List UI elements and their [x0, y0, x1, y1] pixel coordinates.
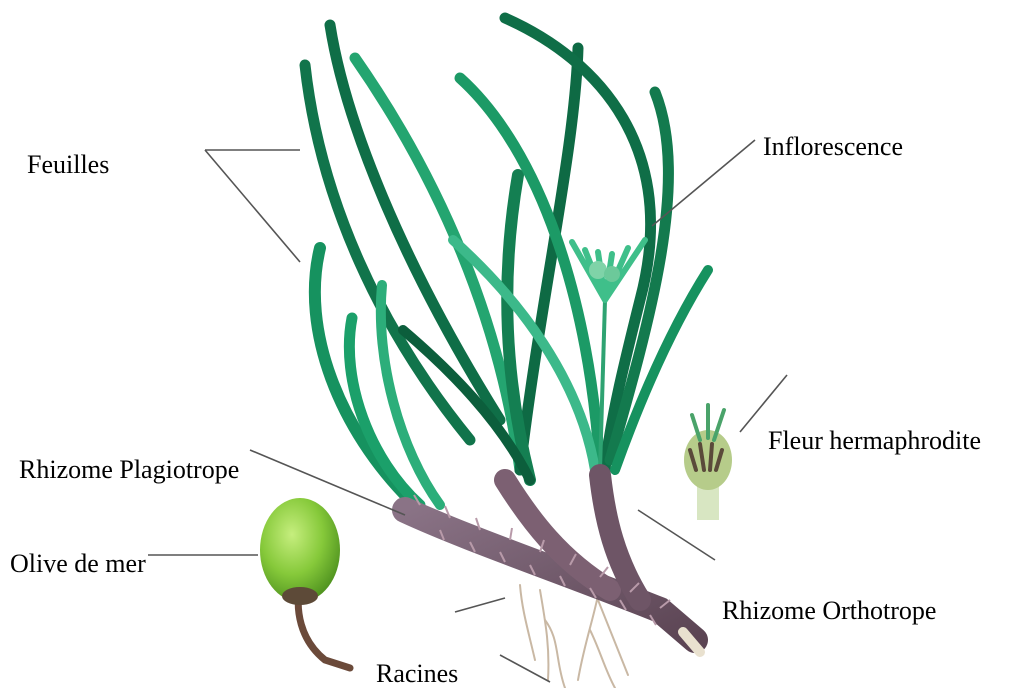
- leader-feuilles-2: [205, 150, 300, 262]
- leader-racines-2: [500, 655, 550, 682]
- leaf: [520, 48, 578, 470]
- flower-detail: [684, 405, 732, 520]
- label-feuilles: Feuilles: [27, 152, 109, 178]
- label-rhizome-plagiotrope: Rhizome Plagiotrope: [19, 457, 239, 483]
- sea-olive: [260, 498, 350, 668]
- leader-racines-1: [455, 598, 505, 612]
- leader-lines: [148, 140, 787, 682]
- leaves: [305, 18, 708, 505]
- leaf: [315, 248, 410, 500]
- label-fleur-hermaphrodite: Fleur hermaphrodite: [768, 428, 981, 454]
- rhizomes: [405, 475, 700, 652]
- label-olive-de-mer: Olive de mer: [10, 551, 146, 577]
- label-racines: Racines: [376, 661, 458, 687]
- label-rhizome-orthotrope: Rhizome Orthotrope: [722, 598, 936, 624]
- leader-fleur: [740, 375, 787, 432]
- label-inflorescence: Inflorescence: [763, 134, 903, 160]
